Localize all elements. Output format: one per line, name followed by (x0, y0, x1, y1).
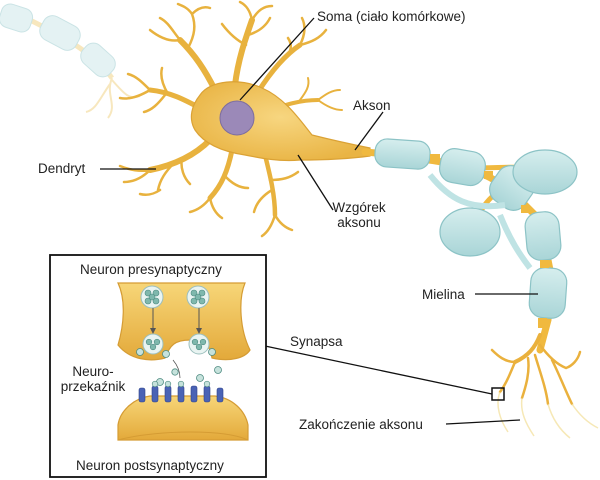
synapse-inset (49, 254, 267, 478)
upstream-myelin (0, 3, 116, 78)
soma (190, 81, 371, 162)
leader-lines (100, 17, 538, 425)
label-myelin: Mielina (422, 287, 465, 302)
nucleus (219, 100, 255, 136)
receptors (138, 385, 224, 403)
upstream-axon (0, 3, 141, 119)
label-postsynaptic: Neuron postsynaptyczny (76, 458, 224, 473)
label-synapse: Synapsa (290, 334, 343, 349)
label-soma: Soma (ciało komórkowe) (317, 9, 466, 24)
nodes-of-ranvier (430, 154, 549, 328)
dendrites (118, 0, 343, 238)
label-axon: Akson (353, 98, 391, 113)
label-presynaptic: Neuron presynaptyczny (80, 262, 222, 277)
label-axon-hillock: Wzgórek aksonu (320, 200, 398, 230)
label-dendrite: Dendryt (38, 161, 86, 176)
label-axon-terminal: Zakończenie aksonu (299, 417, 423, 432)
postsynaptic-membrane (117, 395, 249, 441)
label-axon-hillock-line1: Wzgórek (332, 200, 386, 215)
label-neurotransmitter-line2: przekaźnik (60, 379, 126, 394)
neurotransmitter-molecules (136, 348, 222, 386)
faded-terminals (497, 391, 599, 439)
label-axon-hillock-line2: aksonu (337, 215, 381, 230)
axon-terminals (490, 333, 582, 406)
vesicles (140, 285, 210, 355)
label-neurotransmitter: Neuro- przekaźnik (52, 364, 134, 394)
label-neurotransmitter-line1: Neuro- (72, 364, 114, 379)
myelin-sheaths (374, 138, 578, 319)
